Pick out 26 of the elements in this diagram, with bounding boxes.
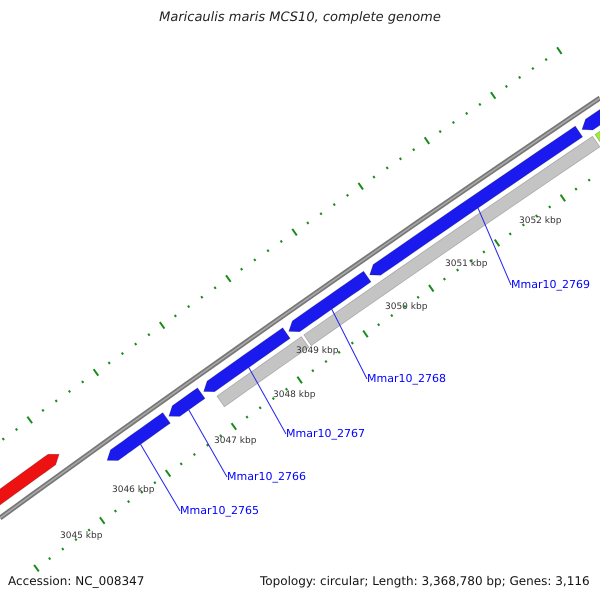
leader-line — [478, 208, 512, 286]
gene-segment — [369, 126, 584, 276]
leader-line — [248, 367, 286, 434]
gene-label: Mmar10_2766 — [227, 470, 306, 483]
scale-label: 3050 kbp — [385, 302, 428, 312]
scale-label: 3046 kbp — [112, 485, 154, 495]
diagram-title: Maricaulis maris MCS10, complete genome — [158, 10, 442, 25]
scale-label: 3047 kbp — [214, 436, 256, 446]
gene-segment — [303, 136, 600, 346]
scale-label: 3048 kbp — [273, 390, 316, 400]
scale-label: 3049 kbp — [296, 346, 338, 356]
leader-line — [188, 409, 228, 478]
leader-line — [140, 444, 180, 512]
footer-text: Topology: circular; Length: 3,368,780 bp; Genes: 3,116 — [260, 574, 590, 588]
leader-line — [331, 308, 368, 380]
gene-segment — [168, 387, 206, 417]
scale-label: 3052 kbp — [519, 216, 562, 226]
footer-text: Accession: NC_008347 — [8, 574, 144, 588]
gene-segment — [288, 270, 372, 332]
scale-label: 3045 kbp — [60, 531, 102, 541]
gene-label: Mmar10_2769 — [511, 278, 590, 291]
gene-label: Mmar10_2768 — [367, 372, 446, 385]
gene-segment — [106, 412, 171, 461]
gene-label: Mmar10_2765 — [180, 504, 259, 517]
gene-label: Mmar10_2767 — [286, 427, 365, 440]
scale-label: 3051 kbp — [445, 259, 488, 269]
